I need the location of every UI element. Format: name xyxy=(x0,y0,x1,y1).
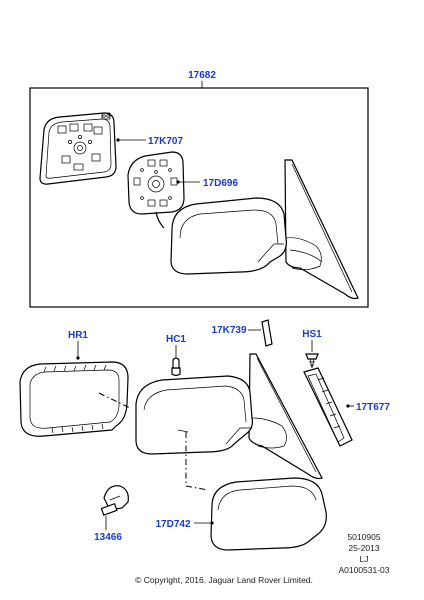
screw xyxy=(305,340,319,369)
assembly-frame xyxy=(29,87,369,308)
copyright-text: © Copyright, 2016. Jaguar Land Rover Lim… xyxy=(135,575,313,585)
bulb xyxy=(100,485,129,530)
ref-line-4: A0100531-03 xyxy=(338,565,389,575)
trim-piece xyxy=(248,319,273,347)
label-17D742[interactable]: 17D742 xyxy=(155,519,190,530)
clip xyxy=(171,345,181,377)
cover-fit-line xyxy=(98,392,131,409)
label-13466[interactable]: 13466 xyxy=(94,532,122,543)
label-HC1[interactable]: HC1 xyxy=(166,334,186,345)
mirror-glass xyxy=(39,112,146,185)
mirror-body xyxy=(135,353,323,491)
mirror-motor xyxy=(127,151,200,229)
mirror-assembly-drawing xyxy=(170,159,359,300)
assembly-group: 17682 xyxy=(29,70,369,308)
label-HR1[interactable]: HR1 xyxy=(68,330,88,341)
ref-line-3: LJ xyxy=(360,554,369,564)
label-17682[interactable]: 17682 xyxy=(188,70,216,81)
ref-line-2: 25-2013 xyxy=(348,543,379,553)
label-17T677[interactable]: 17T677 xyxy=(356,402,390,413)
label-17K739[interactable]: 17K739 xyxy=(211,325,246,336)
label-17D696[interactable]: 17D696 xyxy=(203,178,238,189)
ref-line-1: 5010905 xyxy=(347,532,380,542)
gasket xyxy=(303,367,354,447)
label-HS1[interactable]: HS1 xyxy=(302,329,322,340)
label-17K707[interactable]: 17K707 xyxy=(148,136,183,147)
reference-info: 5010905 25-2013 LJ A0100531-03 xyxy=(338,532,389,575)
mirror-cover-frame xyxy=(19,341,131,437)
mirror-cap xyxy=(194,477,327,551)
